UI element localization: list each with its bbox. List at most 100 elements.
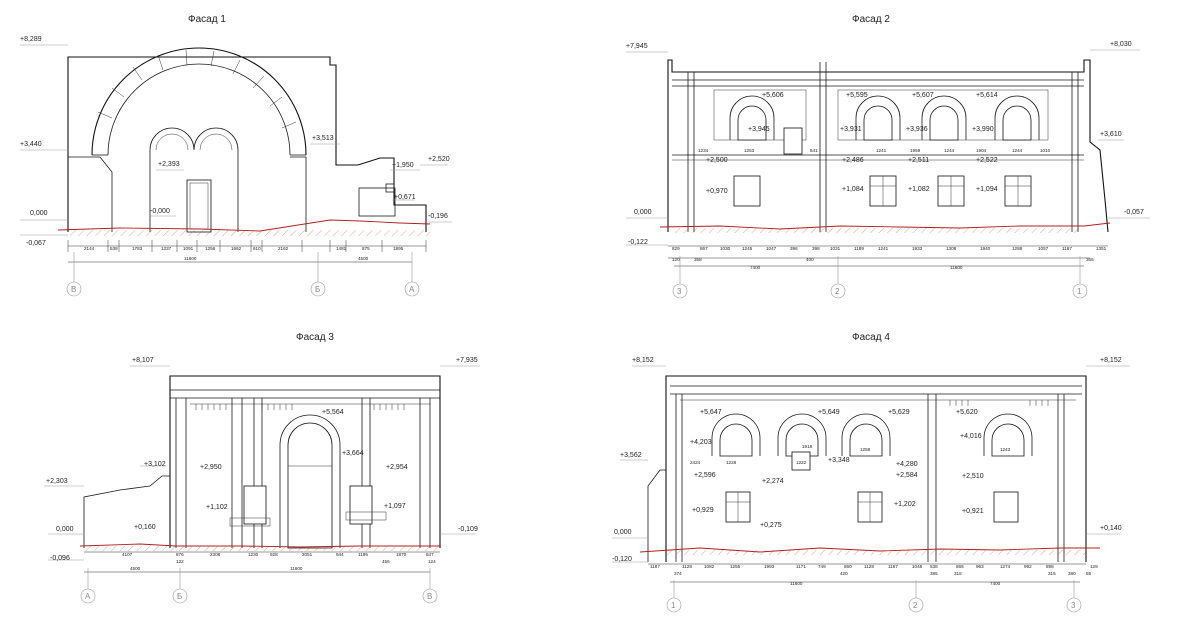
dimension: 4500 (130, 566, 141, 571)
dimension: 1167 (888, 564, 898, 569)
dimension: 11600 (790, 581, 803, 586)
dimension: 1258 (860, 447, 871, 452)
dimension: 1274 (1000, 564, 1011, 569)
level-mark: +1,950 (392, 162, 414, 169)
level-mark: +1,102 (206, 504, 228, 511)
dimension: 4107 (122, 552, 133, 557)
level-mark: +3,513 (312, 135, 334, 142)
dimension: 1895 (393, 246, 404, 251)
dimension: 610 (253, 246, 261, 251)
dimension: 2162 (278, 246, 289, 251)
level-mark: +3,931 (840, 126, 862, 133)
level-mark: -0,067 (26, 240, 46, 247)
level-mark: +2,596 (694, 472, 716, 479)
dimension: 1288 (1012, 246, 1023, 251)
dimension: 365 (1086, 257, 1094, 262)
axis-marker (310, 281, 326, 297)
dimension: 1870 (396, 552, 407, 557)
level-mark: +8,152 (1100, 357, 1122, 364)
level-mark: +0,160 (134, 524, 156, 531)
level-mark: +8,030 (1110, 41, 1132, 48)
dimension: 7400 (990, 581, 1001, 586)
axis-label: А (85, 592, 91, 601)
dimension: 1351 (1096, 246, 1107, 251)
dimension: 1241 (878, 246, 889, 251)
dimension: 1128 (864, 564, 874, 569)
level-mark: +3,936 (906, 126, 928, 133)
dimension: 1241 (876, 148, 887, 153)
dimension: 538 (110, 246, 118, 251)
dimension: 1245 (742, 246, 753, 251)
dimension: 1057 (1038, 246, 1049, 251)
level-mark: +2,584 (896, 472, 918, 479)
level-mark: +3,348 (828, 457, 850, 464)
dimension: 1234 (698, 148, 709, 153)
dimension: 847 (426, 552, 434, 557)
axis-marker (422, 588, 438, 604)
level-mark: +3,440 (20, 141, 42, 148)
level-mark: +5,595 (846, 92, 868, 99)
dimension: 1228 (726, 460, 737, 465)
level-mark: +0,970 (706, 188, 728, 195)
level-mark: +2,510 (962, 473, 984, 480)
level-mark: +1,084 (842, 186, 864, 193)
level-mark: +3,610 (1100, 131, 1122, 138)
level-mark: +2,274 (762, 478, 784, 485)
dimension: 1167 (1062, 246, 1072, 251)
level-mark: +8,152 (632, 357, 654, 364)
level-mark: +0,921 (962, 508, 984, 515)
axis-marker (908, 597, 924, 613)
dimension: 318 (954, 571, 962, 576)
axis-marker (80, 588, 96, 604)
level-mark: +3,562 (620, 452, 642, 459)
dimension: 374 (674, 571, 682, 576)
level-mark: +4,203 (690, 439, 712, 446)
level-mark: +0,140 (1100, 525, 1122, 532)
axis-label: 2 (913, 601, 918, 610)
dimension: 538 (930, 564, 938, 569)
level-mark: +2,303 (46, 478, 68, 485)
dimension: 11600 (184, 256, 197, 261)
facade-title: Фасад 2 (852, 14, 890, 25)
dimension: 1904 (976, 148, 987, 153)
axis-label: 1 (671, 601, 676, 610)
facade-2: Фасад 2 (626, 14, 1150, 299)
dimension: 2051 (302, 552, 313, 557)
facade-title: Фасад 1 (188, 14, 226, 25)
dimension: 928 (270, 552, 278, 557)
dimension: 1030 (720, 246, 731, 251)
facade-title: Фасад 3 (296, 332, 334, 343)
dimension: 1187 (650, 564, 660, 569)
dimension: 1481 (336, 246, 347, 251)
level-mark: +5,564 (322, 409, 344, 416)
axis-marker (172, 588, 188, 604)
level-mark: +7,945 (626, 43, 648, 50)
level-mark: 0,000 (614, 529, 632, 536)
dimension: 55 (1086, 571, 1092, 576)
dimension: 2308 (210, 552, 221, 557)
facade-1: Фасад 1 (20, 14, 452, 297)
dimension: 1082 (704, 564, 715, 569)
dimension: 400 (806, 257, 814, 262)
axis-label: В (427, 592, 432, 601)
arched-window (729, 95, 1040, 141)
dimension: 2144 (84, 246, 95, 251)
level-mark: +8,289 (20, 36, 42, 43)
dimension: 396 (790, 246, 798, 251)
level-mark: +2,950 (200, 464, 222, 471)
dimension: 420 (840, 571, 848, 576)
dimension: 866 (956, 564, 964, 569)
axis-marker (1072, 283, 1088, 299)
level-mark: -0,120 (612, 556, 632, 563)
dimension: 944 (336, 552, 344, 557)
level-mark: +2,393 (158, 161, 180, 168)
dimension: 1222 (796, 460, 807, 465)
dimension: 1048 (912, 564, 923, 569)
dimension: 315 (1048, 571, 1056, 576)
axis-label: 3 (677, 287, 682, 296)
level-mark: +2,954 (386, 464, 408, 471)
level-mark: 0,000 (30, 210, 48, 217)
dimension: 1783 (132, 246, 143, 251)
dimension: 1918 (802, 444, 813, 449)
